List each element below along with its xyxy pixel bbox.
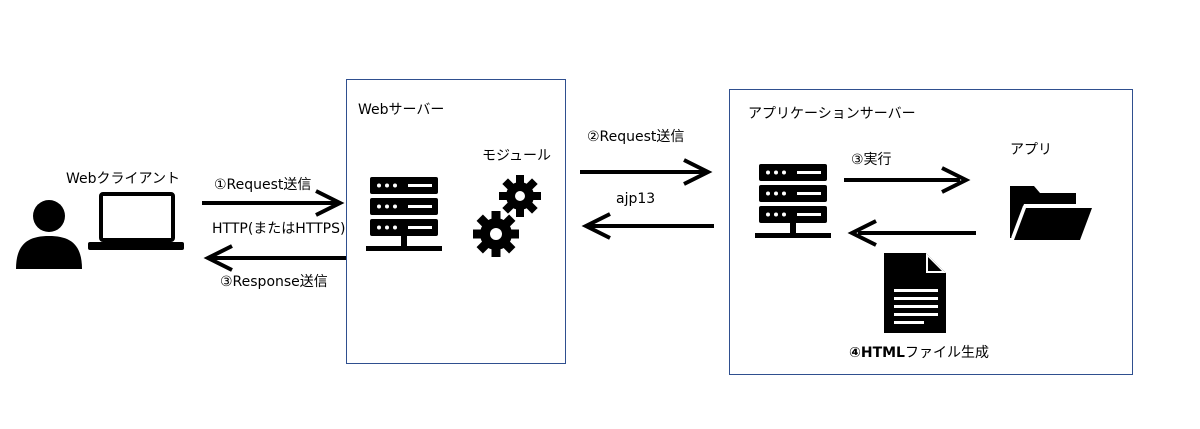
module-label: モジュール: [482, 148, 552, 164]
client-label: Webクライアント: [66, 171, 180, 187]
request-arrow-label: ①Request送信: [214, 177, 312, 193]
generate-label-rest: ファイル生成: [904, 345, 989, 361]
web-server-box: [346, 79, 566, 364]
folder-icon: [1010, 186, 1092, 240]
request2-arrow: [580, 158, 713, 186]
app-server-title: アプリケーションサーバー: [748, 106, 916, 122]
server-icon: [366, 177, 442, 251]
app-label: アプリ: [1010, 142, 1052, 158]
execute-arrow: [844, 166, 971, 194]
generate-label-bold: ④HTML: [849, 345, 905, 361]
return-arrow: [847, 219, 976, 247]
request-arrow: [202, 189, 345, 217]
web-server-title: Webサーバー: [358, 102, 445, 118]
app-server-box: [729, 89, 1133, 375]
generate-label: ④HTMLファイル生成: [849, 344, 989, 362]
app-server-icon: [755, 164, 831, 238]
person-icon: [16, 200, 82, 269]
laptop-icon: [88, 192, 184, 250]
request2-arrow-label: ②Request送信: [587, 129, 685, 145]
response-arrow-label: ③Response送信: [220, 274, 328, 290]
execute-arrow-label: ③実行: [851, 152, 892, 168]
ajp-arrow: [581, 212, 714, 240]
gears-icon: [473, 175, 541, 257]
document-icon: [884, 253, 946, 333]
protocol-label: HTTP(またはHTTPS): [212, 221, 346, 237]
response-arrow: [203, 244, 346, 272]
ajp-label: ajp13: [616, 191, 656, 207]
